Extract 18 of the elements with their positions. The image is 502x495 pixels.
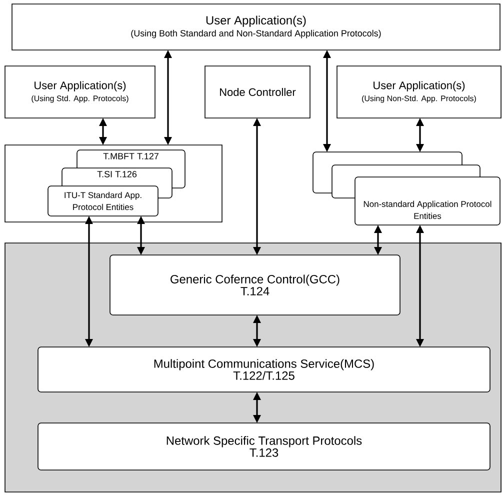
application-box: User Application(s) (Using Both Standard and Non-Standard Application Protocols) (12, 4, 500, 50)
arrow (416, 118, 424, 152)
arrow (137, 216, 145, 255)
arrow (374, 224, 382, 255)
controller-box: Node Controller (204, 66, 310, 118)
layer-box: Generic Cofernce Control(GCC) T.124 (110, 254, 400, 316)
protocol-card: Non-standard Application Protocol Entities (354, 176, 500, 226)
protocol-card: ITU-T Standard App. Protocol Entities (48, 186, 158, 216)
arrow (253, 118, 261, 255)
arrow (253, 392, 261, 423)
arrow (85, 216, 93, 347)
arrow (323, 50, 331, 152)
arrow (164, 50, 172, 145)
layer-box: Network Specific Transport Protocols T.123 (38, 422, 490, 470)
arrow (416, 224, 424, 347)
layer-box: Multipoint Communications Service(MCS) T.122/T.125 (38, 346, 490, 392)
arrow (99, 118, 107, 145)
arrow (253, 315, 261, 347)
